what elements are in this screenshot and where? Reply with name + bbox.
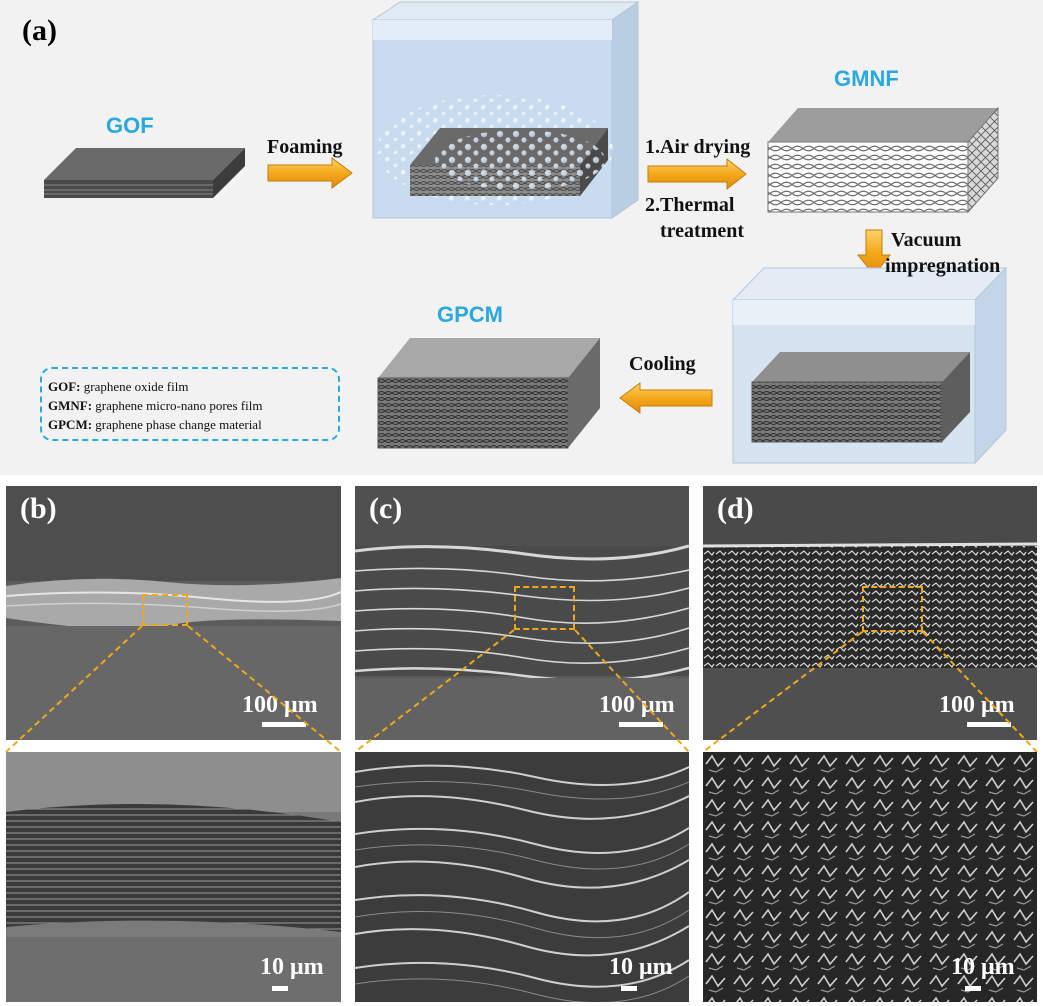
thermal-label-line2: treatment xyxy=(660,220,745,242)
gpcm-block xyxy=(377,338,600,449)
impregnation-tank xyxy=(731,266,1008,465)
cooling-label: Cooling xyxy=(629,353,696,375)
gpcm-label: GPCM xyxy=(437,302,503,327)
sem-d-high-mag: 10 μm xyxy=(703,752,1037,1002)
sem-c-high-mag: 10 μm xyxy=(355,752,689,1002)
sem-d-scale-label-bottom: 10 μm xyxy=(951,954,1015,980)
sem-c-letter: (c) xyxy=(369,492,403,525)
arrow-foaming xyxy=(267,157,353,189)
sem-c-high-image xyxy=(355,752,689,1002)
sem-d-low-mag: (d) 100 μm xyxy=(703,486,1037,740)
sem-b-scale-label-bottom: 10 μm xyxy=(260,954,324,980)
sem-c-low-mag: (c) 100 μm xyxy=(355,486,689,740)
vacuum-label-line2: impregnation xyxy=(885,255,1001,277)
sem-d-scale-bar-top xyxy=(967,722,1011,727)
vacuum-label-line1: Vacuum xyxy=(891,229,962,251)
sem-b-high-image xyxy=(6,752,341,1002)
sem-d-scale-bar-bottom xyxy=(965,986,981,991)
legend-row-gpcm: GPCM: graphene phase change material xyxy=(48,417,262,432)
legend-row-gof: GOF: graphene oxide film xyxy=(48,379,189,394)
panel-a-schematic: (a) GOF GMNF GPCM Foaming 1.Air drying 2… xyxy=(0,0,1043,475)
arrow-cooling xyxy=(619,382,713,414)
sem-b-zoom-box xyxy=(142,594,188,626)
sem-d-high-image xyxy=(703,752,1037,1002)
panel-a-letter: (a) xyxy=(22,14,57,47)
schematic-drawing xyxy=(44,1,1008,465)
sem-b-scale-label-top: 100 μm xyxy=(242,692,318,718)
sem-d-scale-label-top: 100 μm xyxy=(939,692,1015,718)
air-drying-label: 1.Air drying xyxy=(645,136,751,158)
arrow-vacuum xyxy=(856,229,892,276)
foaming-label: Foaming xyxy=(267,136,343,158)
legend-row-gmnf: GMNF: graphene micro-nano pores film xyxy=(48,398,263,413)
arrow-air-drying xyxy=(647,157,747,191)
sem-c-scale-bar-bottom xyxy=(621,986,637,991)
sem-c-zoom-box xyxy=(514,586,575,630)
sem-b-low-mag: (b) 100 μm xyxy=(6,486,341,740)
sem-c-scale-bar-top xyxy=(619,722,663,727)
gmnf-label: GMNF xyxy=(834,66,899,91)
sem-b-scale-bar-bottom xyxy=(272,986,288,991)
sem-d-low-image xyxy=(703,486,1037,740)
sem-b-low-image xyxy=(6,486,341,740)
sem-c-scale-label-bottom: 10 μm xyxy=(609,954,673,980)
gmnf-block xyxy=(767,106,999,214)
sem-b-scale-bar-top xyxy=(262,722,306,727)
gof-label: GOF xyxy=(106,113,154,138)
sem-b-letter: (b) xyxy=(20,492,57,525)
thermal-label-line1: 2.Thermal xyxy=(645,194,735,216)
sem-d-letter: (d) xyxy=(717,492,754,525)
sem-b-high-mag: 10 μm xyxy=(6,752,341,1002)
sem-d-zoom-box xyxy=(862,586,923,632)
abbreviation-legend: GOF: graphene oxide film GMNF: graphene … xyxy=(40,367,340,441)
sem-c-low-image xyxy=(355,486,689,740)
gof-film xyxy=(44,148,245,198)
foaming-tank xyxy=(371,1,640,219)
